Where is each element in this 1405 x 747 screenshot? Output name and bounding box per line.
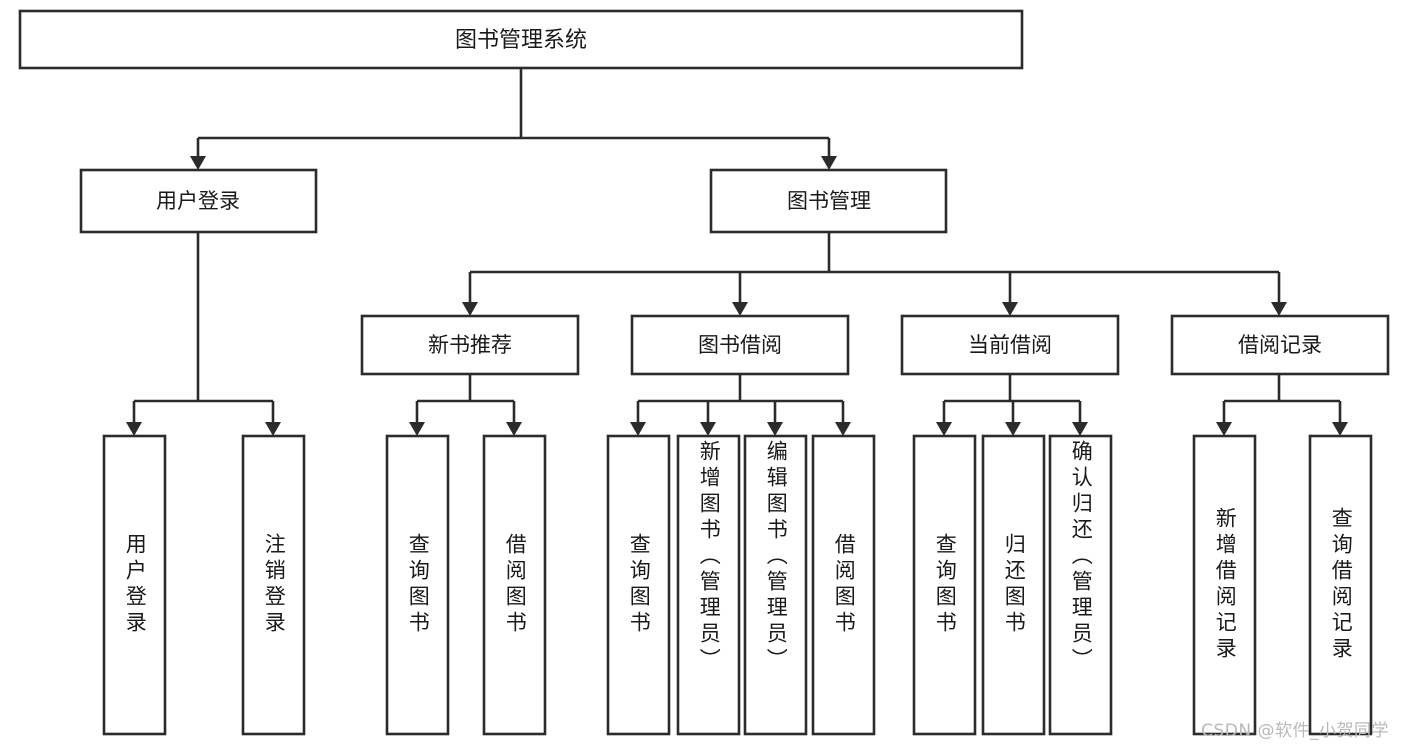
arrow-leaf-add-record <box>1216 422 1232 436</box>
node-leaf-query-book-2-label: 查询图书 <box>627 533 652 637</box>
node-leaf-add-record-label: 新增借阅记录 <box>1213 507 1238 663</box>
node-leaf-add-book[interactable]: 新增图书（管理员） <box>676 434 741 736</box>
node-leaf-add-book-box[interactable] <box>676 434 741 736</box>
node-leaf-return-book[interactable]: 归还图书 <box>981 434 1046 736</box>
node-user-login-box[interactable] <box>79 168 318 234</box>
node-book-borrow-box[interactable] <box>630 314 850 376</box>
node-leaf-query-book-3-box[interactable] <box>912 434 977 736</box>
node-root-label: 图书管理系统 <box>455 28 587 53</box>
node-leaf-borrow-book-2-label-wrap: 借阅图书 <box>813 436 874 734</box>
node-leaf-query-record[interactable]: 查询借阅记录 <box>1308 434 1373 736</box>
node-leaf-confirm-return-box[interactable] <box>1048 434 1113 736</box>
node-leaf-add-record-label-wrap: 新增借阅记录 <box>1194 436 1255 734</box>
node-leaf-borrow-book-1-label: 借阅图书 <box>503 533 528 637</box>
node-new-book-rec[interactable]: 新书推荐 <box>360 314 580 376</box>
arrow-leaf-user-login <box>126 422 142 436</box>
node-current-borrow-label: 当前借阅 <box>968 333 1052 357</box>
node-leaf-user-login-label-wrap: 用户登录 <box>104 436 165 734</box>
node-book-manage-box[interactable] <box>709 168 948 234</box>
node-leaf-edit-book-label-wrap: 编辑图书（管理员） <box>745 436 806 734</box>
node-leaf-user-login-label: 用户登录 <box>123 533 148 637</box>
node-leaf-add-book-label: 新增图书（管理员） <box>697 440 722 674</box>
node-book-borrow[interactable]: 图书借阅 <box>630 314 850 376</box>
node-leaf-user-login-box[interactable] <box>102 434 167 736</box>
node-leaf-add-book-label-wrap: 新增图书（管理员） <box>678 436 739 734</box>
node-leaf-borrow-book-1-label-wrap: 借阅图书 <box>484 436 545 734</box>
node-leaf-confirm-return-label-wrap: 确认归还（管理员） <box>1050 436 1111 734</box>
arrow-current-borrow <box>1002 302 1018 316</box>
node-borrow-record[interactable]: 借阅记录 <box>1170 314 1390 376</box>
arrow-new-book-rec <box>462 302 478 316</box>
node-leaf-borrow-book-2[interactable]: 借阅图书 <box>811 434 876 736</box>
arrow-leaf-query-book-3 <box>936 422 952 436</box>
node-leaf-query-book-3-label: 查询图书 <box>933 533 958 637</box>
node-leaf-edit-book[interactable]: 编辑图书（管理员） <box>743 434 808 736</box>
node-leaf-return-book-label-wrap: 归还图书 <box>983 436 1044 734</box>
node-leaf-query-book-2[interactable]: 查询图书 <box>606 434 671 736</box>
node-leaf-user-login[interactable]: 用户登录 <box>102 434 167 736</box>
node-root[interactable]: 图书管理系统 <box>18 9 1024 70</box>
node-new-book-rec-label: 新书推荐 <box>428 333 512 357</box>
node-leaf-query-book-3-label-wrap: 查询图书 <box>914 436 975 734</box>
arrow-user-login <box>190 156 206 170</box>
arrow-leaf-edit-book <box>767 422 783 436</box>
arrow-leaf-query-record <box>1332 422 1348 436</box>
node-leaf-return-book-box[interactable] <box>981 434 1046 736</box>
arrow-book-borrow <box>732 302 748 316</box>
node-leaf-add-record-box[interactable] <box>1192 434 1257 736</box>
arrow-leaf-borrow-book-1 <box>506 422 522 436</box>
node-leaf-query-book-1-label-wrap: 查询图书 <box>387 436 448 734</box>
node-leaf-query-book-2-box[interactable] <box>606 434 671 736</box>
csdn-watermark: CSDN @软件_小贺同学 <box>1201 721 1389 741</box>
node-leaf-return-book-label: 归还图书 <box>1002 533 1027 637</box>
node-current-borrow-box[interactable] <box>900 314 1120 376</box>
node-leaf-query-book-1[interactable]: 查询图书 <box>385 434 450 736</box>
node-current-borrow[interactable]: 当前借阅 <box>900 314 1120 376</box>
node-user-login[interactable]: 用户登录 <box>79 168 318 234</box>
node-leaf-add-record[interactable]: 新增借阅记录 <box>1192 434 1257 736</box>
node-leaf-logout-label: 注销登录 <box>262 533 287 637</box>
node-book-manage-label: 图书管理 <box>787 189 871 213</box>
node-leaf-borrow-book-1[interactable]: 借阅图书 <box>482 434 547 736</box>
node-root-box[interactable] <box>18 9 1024 70</box>
node-leaf-query-record-box[interactable] <box>1308 434 1373 736</box>
node-leaf-edit-book-label: 编辑图书（管理员） <box>764 440 789 674</box>
arrow-leaf-query-book-2 <box>630 422 646 436</box>
node-borrow-record-box[interactable] <box>1170 314 1390 376</box>
node-leaf-logout[interactable]: 注销登录 <box>241 434 306 736</box>
arrow-book-manage <box>821 156 837 170</box>
node-leaf-confirm-return-label: 确认归还（管理员） <box>1069 440 1094 674</box>
node-leaf-borrow-book-2-label: 借阅图书 <box>832 533 857 637</box>
node-new-book-rec-box[interactable] <box>360 314 580 376</box>
arrow-leaf-confirm-return <box>1072 422 1088 436</box>
node-leaf-edit-book-box[interactable] <box>743 434 808 736</box>
node-leaf-logout-box[interactable] <box>241 434 306 736</box>
node-leaf-confirm-return[interactable]: 确认归还（管理员） <box>1048 434 1113 736</box>
node-leaf-borrow-book-1-box[interactable] <box>482 434 547 736</box>
node-leaf-query-record-label: 查询借阅记录 <box>1329 507 1354 663</box>
edges-layer <box>126 68 1348 436</box>
node-borrow-record-label: 借阅记录 <box>1238 333 1322 357</box>
arrow-leaf-return-book <box>1005 422 1021 436</box>
node-book-borrow-label: 图书借阅 <box>698 333 782 357</box>
arrow-leaf-query-book-1 <box>409 422 425 436</box>
node-book-manage[interactable]: 图书管理 <box>709 168 948 234</box>
node-leaf-logout-label-wrap: 注销登录 <box>243 436 304 734</box>
node-user-login-label: 用户登录 <box>156 189 240 213</box>
node-leaf-query-record-label-wrap: 查询借阅记录 <box>1310 436 1371 734</box>
arrow-leaf-add-book <box>700 422 716 436</box>
node-leaf-query-book-1-box[interactable] <box>385 434 450 736</box>
arrow-leaf-borrow-book-2 <box>835 422 851 436</box>
node-leaf-query-book-1-label: 查询图书 <box>406 533 431 637</box>
node-leaf-borrow-book-2-box[interactable] <box>811 434 876 736</box>
node-leaf-query-book-3[interactable]: 查询图书 <box>912 434 977 736</box>
node-leaf-query-book-2-label-wrap: 查询图书 <box>608 436 669 734</box>
arrow-leaf-logout <box>265 422 281 436</box>
arrow-borrow-record <box>1271 302 1287 316</box>
